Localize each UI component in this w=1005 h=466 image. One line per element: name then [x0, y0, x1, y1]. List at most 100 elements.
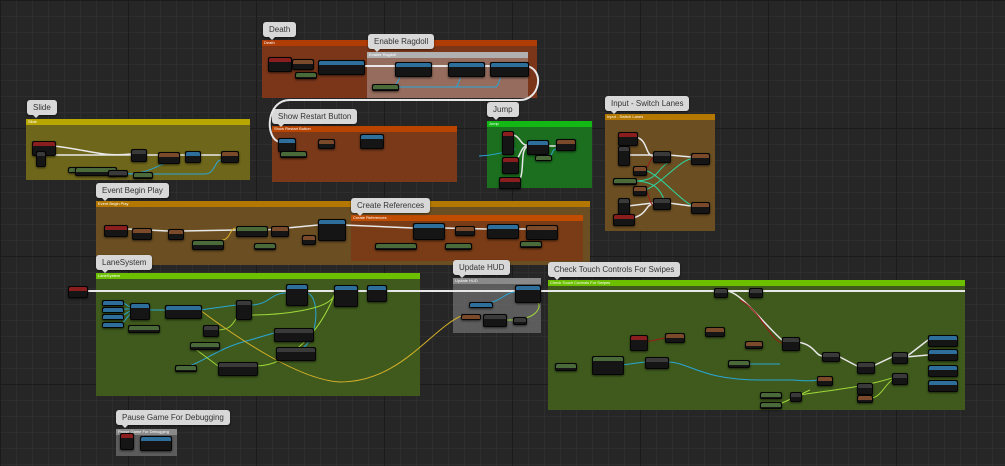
blueprint-node[interactable] — [128, 325, 160, 333]
blueprint-node[interactable] — [760, 402, 782, 409]
comment-header[interactable]: Slide — [26, 119, 250, 125]
blueprint-node[interactable] — [745, 341, 763, 349]
comment-bubble-show-restart-button[interactable]: Show Restart Button — [272, 109, 358, 127]
blueprint-node[interactable] — [175, 365, 197, 372]
comment-bubble-pause-game[interactable]: Pause Game For Debugging — [116, 410, 230, 428]
blueprint-node[interactable] — [714, 288, 728, 298]
blueprint-node[interactable] — [592, 356, 624, 375]
comment-bubble-update-hud[interactable]: Update HUD — [453, 260, 511, 278]
comment-header[interactable]: Pause Game For Debugging — [116, 429, 177, 435]
blueprint-node[interactable] — [526, 225, 558, 240]
blueprint-node[interactable] — [190, 342, 220, 350]
blueprint-node[interactable] — [490, 62, 529, 77]
blueprint-node[interactable] — [499, 177, 521, 189]
blueprint-node[interactable] — [102, 322, 124, 328]
blueprint-node[interactable] — [302, 235, 316, 245]
blueprint-node[interactable] — [318, 219, 346, 241]
blueprint-node[interactable] — [483, 314, 507, 327]
blueprint-node[interactable] — [130, 303, 150, 320]
blueprint-node[interactable] — [108, 170, 128, 177]
blueprint-node[interactable] — [705, 327, 725, 337]
blueprint-node[interactable] — [102, 307, 124, 313]
blueprint-node[interactable] — [367, 285, 387, 302]
blueprint-node[interactable] — [928, 335, 958, 347]
blueprint-node[interactable] — [555, 363, 577, 371]
blueprint-node[interactable] — [268, 57, 292, 72]
blueprint-node[interactable] — [633, 166, 647, 176]
comment-header[interactable]: Check Touch Controls For Swipes — [548, 280, 965, 286]
blueprint-node[interactable] — [653, 198, 671, 210]
blueprint-node[interactable] — [502, 131, 514, 155]
blueprint-node[interactable] — [520, 241, 542, 248]
blueprint-node[interactable] — [618, 146, 630, 166]
comment-header[interactable]: Input - Switch Lanes — [605, 114, 715, 120]
blueprint-node[interactable] — [653, 151, 671, 163]
blueprint-node[interactable] — [185, 151, 201, 163]
blueprint-node[interactable] — [132, 228, 152, 240]
blueprint-node[interactable] — [817, 376, 833, 386]
blueprint-node[interactable] — [790, 392, 802, 402]
blueprint-node[interactable] — [158, 152, 180, 164]
blueprint-node[interactable] — [271, 226, 289, 237]
blueprint-node[interactable] — [691, 153, 710, 165]
blueprint-node[interactable] — [372, 84, 399, 91]
blueprint-node[interactable] — [502, 157, 519, 174]
comment-header[interactable]: Enable Ragdoll — [367, 52, 528, 58]
blueprint-node[interactable] — [535, 155, 552, 161]
comment-header[interactable]: Update HUD — [453, 278, 541, 284]
blueprint-node[interactable] — [613, 214, 635, 226]
blueprint-node[interactable] — [295, 72, 317, 79]
comment-header[interactable]: Create References — [351, 215, 583, 221]
blueprint-node[interactable] — [527, 140, 549, 155]
blueprint-node[interactable] — [276, 347, 316, 361]
blueprint-node[interactable] — [102, 314, 124, 320]
comment-header[interactable]: Event Begin Play — [96, 201, 590, 207]
blueprint-node[interactable] — [513, 317, 527, 325]
blueprint-node[interactable] — [274, 328, 314, 342]
comment-bubble-create-references[interactable]: Create References — [351, 198, 431, 216]
blueprint-node[interactable] — [236, 226, 268, 237]
blueprint-node[interactable] — [133, 172, 153, 179]
blueprint-node[interactable] — [461, 314, 481, 320]
blueprint-node[interactable] — [140, 436, 172, 451]
blueprint-node[interactable] — [254, 243, 276, 250]
blueprint-node[interactable] — [455, 226, 475, 236]
blueprint-node[interactable] — [892, 373, 908, 385]
blueprint-node[interactable] — [630, 335, 648, 351]
blueprint-node[interactable] — [928, 380, 958, 392]
blueprint-node[interactable] — [691, 202, 710, 214]
blueprint-node[interactable] — [782, 337, 800, 351]
blueprint-node[interactable] — [102, 300, 124, 306]
blueprint-node[interactable] — [120, 433, 134, 450]
blueprint-node[interactable] — [375, 243, 417, 250]
blueprint-node[interactable] — [218, 362, 258, 376]
blueprint-node[interactable] — [221, 151, 239, 163]
comment-header[interactable]: LaneSystem — [96, 273, 420, 279]
comment-bubble-jump[interactable]: Jump — [487, 102, 519, 120]
blueprint-node[interactable] — [633, 186, 647, 196]
blueprint-node[interactable] — [857, 383, 873, 395]
blueprint-node[interactable] — [515, 285, 541, 303]
blueprint-node[interactable] — [318, 60, 365, 75]
blueprint-node[interactable] — [665, 333, 685, 343]
comment-bubble-check-touch[interactable]: Check Touch Controls For Swipes — [548, 262, 681, 280]
blueprint-node[interactable] — [104, 225, 128, 237]
blueprint-node[interactable] — [448, 62, 485, 77]
comment-bubble-slide[interactable]: Slide — [27, 100, 57, 118]
blueprint-node[interactable] — [892, 352, 908, 364]
blueprint-node[interactable] — [131, 149, 147, 162]
comment-header[interactable]: Show Restart Button — [272, 126, 457, 132]
blueprint-node[interactable] — [413, 223, 445, 240]
comment-bubble-input-switch-lanes[interactable]: Input - Switch Lanes — [605, 96, 690, 114]
comment-bubble-lane-system[interactable]: LaneSystem — [96, 255, 153, 273]
blueprint-node[interactable] — [760, 392, 782, 399]
comment-bubble-enable-ragdoll[interactable]: Enable Ragdoll — [368, 34, 435, 52]
blueprint-node[interactable] — [445, 243, 472, 250]
blueprint-node[interactable] — [749, 288, 763, 298]
blueprint-node[interactable] — [928, 365, 958, 377]
blueprint-node[interactable] — [728, 360, 750, 368]
blueprint-node[interactable] — [203, 325, 219, 337]
blueprint-node[interactable] — [278, 138, 296, 152]
blueprint-node[interactable] — [857, 362, 875, 374]
blueprint-node[interactable] — [36, 151, 46, 167]
